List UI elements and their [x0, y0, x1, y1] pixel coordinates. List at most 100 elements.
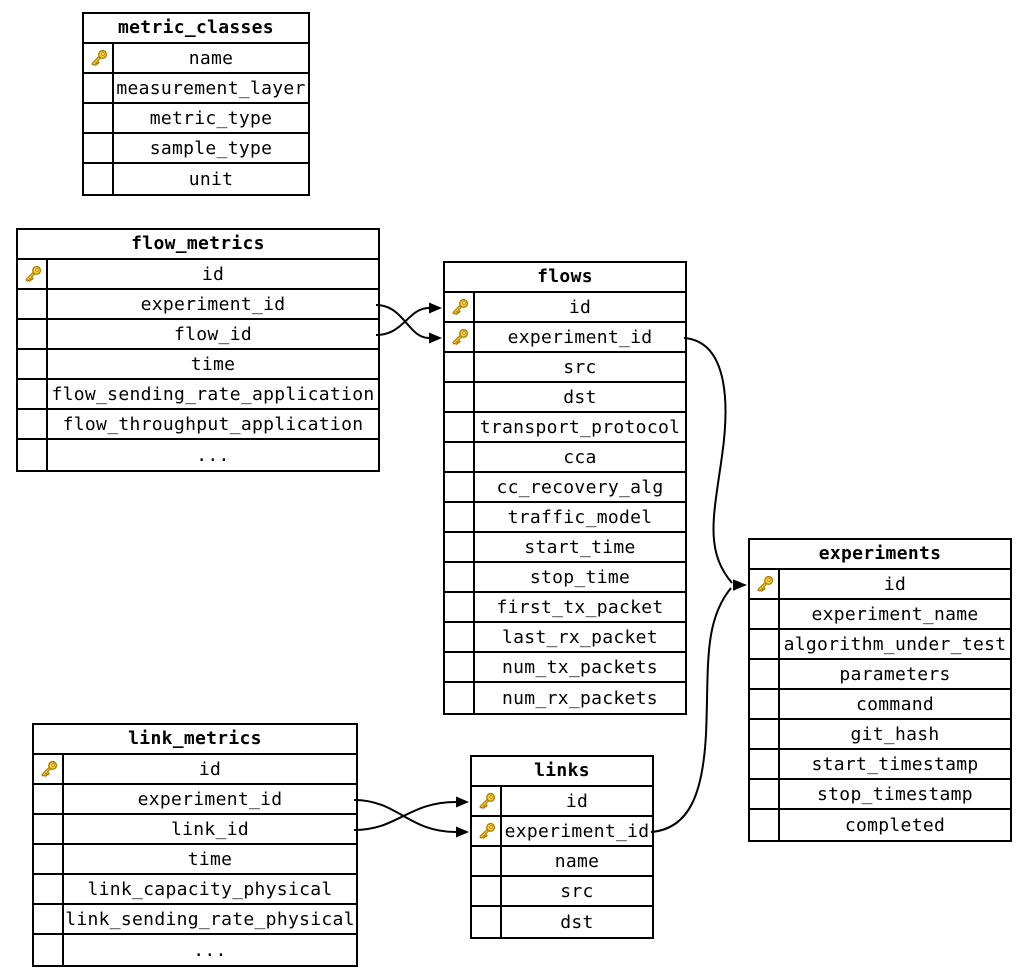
primary-key-icon — [754, 573, 775, 594]
field-name: command — [856, 693, 934, 715]
field-name: link_id — [171, 818, 249, 840]
field-name: sample_type — [149, 137, 273, 159]
table-row: num_tx_packets — [445, 653, 685, 683]
primary-key-icon — [449, 326, 470, 347]
pk-cell — [472, 877, 502, 905]
pk-cell — [750, 570, 780, 598]
field-name: stop_time — [529, 566, 631, 588]
field-name: start_time — [524, 536, 636, 558]
connector-flows-experiment-id-to-experiments-id — [683, 337, 733, 584]
field-name: dst — [560, 911, 594, 933]
pk-cell — [445, 653, 475, 681]
table-row: experiment_id — [445, 323, 685, 353]
pk-cell — [472, 907, 502, 937]
table-metric-classes: metric_classes name measurement_layer me… — [82, 12, 310, 196]
table-row: ... — [34, 935, 356, 965]
table-title: links — [472, 757, 652, 787]
table-row: stop_time — [445, 563, 685, 593]
pk-cell — [18, 290, 48, 318]
table-row: link_id — [34, 815, 356, 845]
pk-cell — [34, 785, 64, 813]
field-name: experiment_id — [140, 293, 286, 315]
pk-cell — [18, 350, 48, 378]
primary-key-icon — [88, 47, 109, 68]
table-row: completed — [750, 810, 1010, 840]
pk-cell — [18, 380, 48, 408]
table-row: cca — [445, 443, 685, 473]
field-name: id — [201, 263, 225, 285]
table-row: traffic_model — [445, 503, 685, 533]
table-row: id — [750, 570, 1010, 600]
pk-cell — [445, 443, 475, 471]
pk-cell — [34, 935, 64, 965]
pk-cell — [445, 293, 475, 321]
table-title: experiments — [750, 540, 1010, 570]
field-name: first_tx_packet — [496, 596, 664, 618]
pk-cell — [84, 164, 114, 194]
field-name: git_hash — [850, 723, 940, 745]
field-name: measurement_layer — [116, 77, 306, 99]
table-title: flows — [445, 263, 685, 293]
arrowhead — [429, 332, 442, 344]
pk-cell — [84, 104, 114, 132]
table-row: experiment_name — [750, 600, 1010, 630]
pk-cell — [472, 817, 502, 845]
pk-cell — [750, 690, 780, 718]
pk-cell — [18, 410, 48, 438]
table-row: first_tx_packet — [445, 593, 685, 623]
primary-key-icon — [476, 820, 497, 841]
table-link-metrics: link_metrics id experiment_id link_id ti… — [32, 723, 358, 967]
field-name: num_tx_packets — [502, 656, 658, 678]
pk-cell — [445, 533, 475, 561]
primary-key-icon — [22, 263, 43, 284]
table-row: name — [472, 847, 652, 877]
pk-cell — [472, 787, 502, 815]
table-row: measurement_layer — [84, 74, 308, 104]
table-row: id — [472, 787, 652, 817]
table-row: time — [18, 350, 378, 380]
field-name: name — [554, 850, 600, 872]
field-name: num_rx_packets — [502, 687, 658, 709]
field-name: id — [568, 296, 592, 318]
primary-key-icon — [476, 790, 497, 811]
field-name: experiment_id — [507, 326, 653, 348]
table-title: metric_classes — [84, 14, 308, 44]
pk-cell — [445, 563, 475, 591]
field-name: cc_recovery_alg — [496, 476, 664, 498]
field-name: ... — [196, 444, 230, 466]
table-row: name — [84, 44, 308, 74]
pk-cell — [34, 755, 64, 783]
table-row: src — [472, 877, 652, 907]
table-row: last_rx_packet — [445, 623, 685, 653]
field-name: parameters — [839, 663, 951, 685]
table-row: link_capacity_physical — [34, 875, 356, 905]
table-row: flow_id — [18, 320, 378, 350]
table-row: unit — [84, 164, 308, 194]
pk-cell — [445, 473, 475, 501]
pk-cell — [34, 815, 64, 843]
pk-cell — [445, 503, 475, 531]
table-row: dst — [472, 907, 652, 937]
table-flows: flows id experiment_id src dst transport… — [443, 261, 687, 715]
table-row: ... — [18, 440, 378, 470]
table-row: algorithm_under_test — [750, 630, 1010, 660]
field-name: cca — [563, 446, 597, 468]
pk-cell — [34, 845, 64, 873]
table-row: experiment_id — [34, 785, 356, 815]
table-row: transport_protocol — [445, 413, 685, 443]
field-name: experiment_name — [811, 603, 979, 625]
table-row: id — [34, 755, 356, 785]
table-row: num_rx_packets — [445, 683, 685, 713]
table-row: sample_type — [84, 134, 308, 164]
primary-key-icon — [449, 296, 470, 317]
table-row: command — [750, 690, 1010, 720]
table-row: link_sending_rate_physical — [34, 905, 356, 935]
table-experiments: experiments id experiment_name algorithm… — [748, 538, 1012, 842]
arrowhead — [456, 796, 469, 808]
table-row: flow_sending_rate_application — [18, 380, 378, 410]
field-name: time — [187, 848, 233, 870]
field-name: name — [188, 47, 234, 69]
pk-cell — [750, 600, 780, 628]
table-row: time — [34, 845, 356, 875]
pk-cell — [34, 905, 64, 933]
